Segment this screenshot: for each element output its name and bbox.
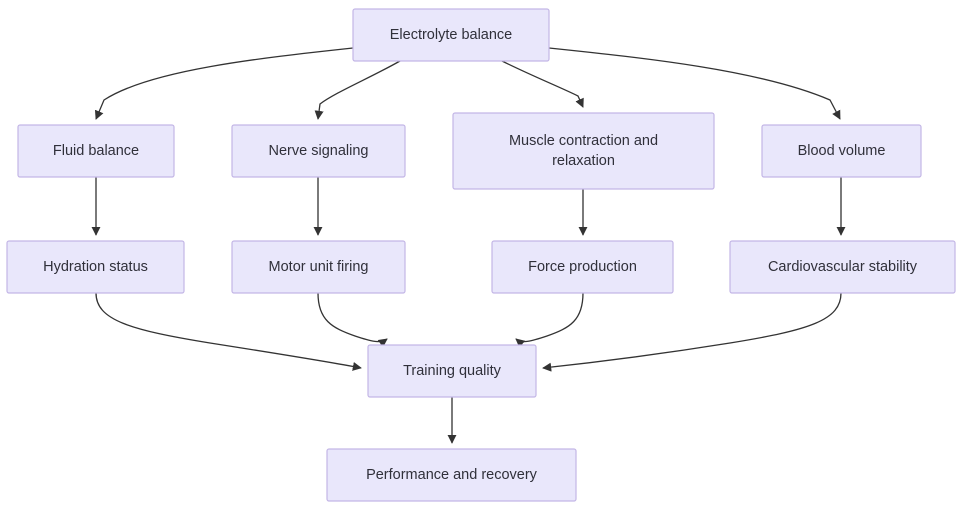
node-box-force-production[interactable] (491, 240, 674, 294)
node-training-quality[interactable]: Training quality (367, 344, 537, 398)
node-blood-volume[interactable]: Blood volume (761, 124, 922, 178)
node-box-performance-and-recovery[interactable] (326, 448, 577, 502)
node-cardiovascular-stability[interactable]: Cardiovascular stability (729, 240, 956, 294)
node-performance-and-recovery[interactable]: Performance and recovery (326, 448, 577, 502)
edge-force-production-to-training-quality (515, 292, 584, 348)
node-box-motor-unit-firing[interactable] (231, 240, 406, 294)
node-box-hydration-status[interactable] (6, 240, 185, 294)
edge-electrolyte-balance-to-nerve-signaling (314, 60, 401, 120)
node-motor-unit-firing[interactable]: Motor unit firing (231, 240, 406, 294)
node-force-production[interactable]: Force production (491, 240, 674, 294)
node-nerve-signaling[interactable]: Nerve signaling (231, 124, 406, 178)
edge-electrolyte-balance-to-blood-volume (548, 47, 841, 120)
node-fluid-balance[interactable]: Fluid balance (17, 124, 175, 178)
edges-layer (91, 47, 846, 444)
edge-electrolyte-balance-to-muscle-contraction-and-relaxation (501, 60, 584, 108)
node-box-training-quality[interactable] (367, 344, 537, 398)
edge-motor-unit-firing-to-training-quality (317, 292, 388, 348)
node-box-fluid-balance[interactable] (17, 124, 175, 178)
node-box-cardiovascular-stability[interactable] (729, 240, 956, 294)
edge-cardiovascular-stability-to-training-quality (542, 292, 842, 372)
node-box-electrolyte-balance[interactable] (352, 8, 550, 62)
node-electrolyte-balance[interactable]: Electrolyte balance (352, 8, 550, 62)
node-box-blood-volume[interactable] (761, 124, 922, 178)
node-hydration-status[interactable]: Hydration status (6, 240, 185, 294)
node-box-nerve-signaling[interactable] (231, 124, 406, 178)
edge-electrolyte-balance-to-fluid-balance (94, 47, 354, 120)
node-box-muscle-contraction-and-relaxation[interactable] (452, 112, 715, 190)
edge-hydration-status-to-training-quality (95, 292, 362, 371)
